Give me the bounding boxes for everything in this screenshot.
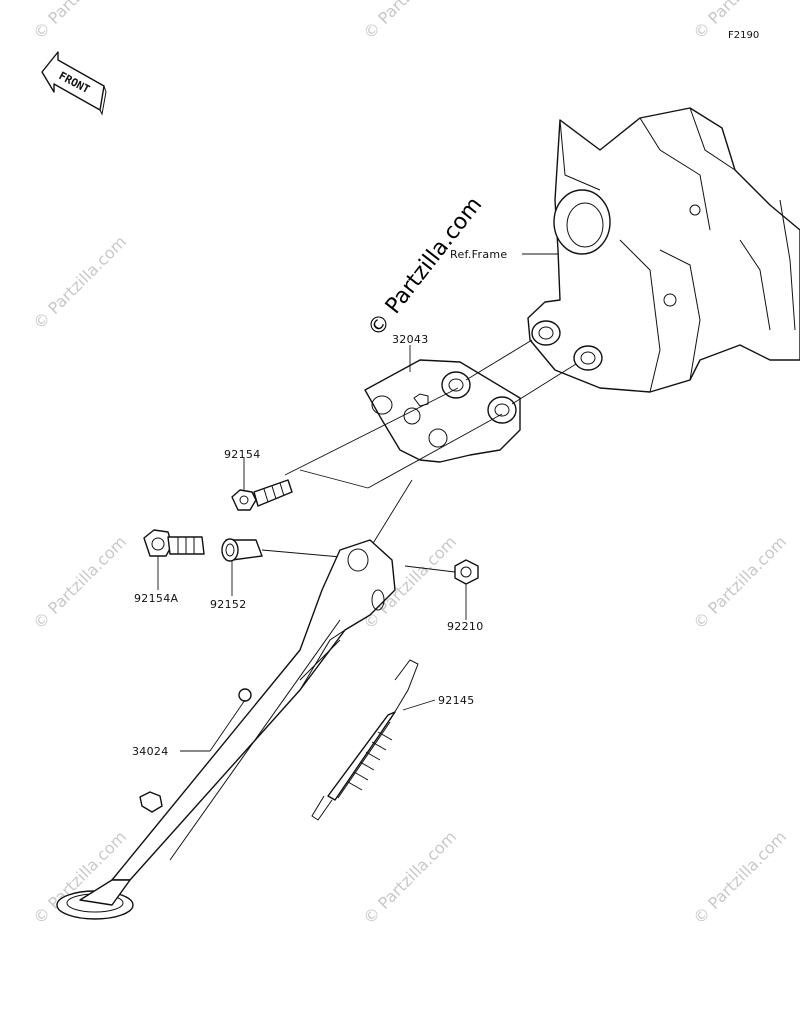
leader-92145 bbox=[402, 699, 436, 711]
assembly-line bbox=[299, 469, 369, 489]
part-92154-bolt bbox=[231, 479, 293, 511]
part-92145-spring bbox=[311, 659, 419, 821]
part-label-92210: 92210 bbox=[447, 620, 484, 633]
assembly-line bbox=[371, 479, 413, 546]
assembly-line bbox=[511, 363, 577, 405]
part-label-34024: 34024 bbox=[132, 745, 169, 758]
part-34024-side-stand bbox=[56, 539, 396, 920]
part-label-92154: 92154 bbox=[224, 448, 261, 461]
part-92154A-bolt bbox=[143, 529, 205, 557]
part-label-92152: 92152 bbox=[210, 598, 247, 611]
front-arrow-icon: FRONT bbox=[41, 51, 107, 116]
part-92210-nut bbox=[454, 559, 479, 585]
watermark: © Partzilla.com bbox=[689, 827, 790, 928]
assembly-line bbox=[367, 413, 503, 489]
watermark: © Partzilla.com bbox=[359, 0, 460, 43]
diagram-code: F2190 bbox=[728, 30, 759, 41]
frame-reference bbox=[527, 107, 800, 393]
watermark-center: © Partzilla.com bbox=[363, 193, 487, 342]
part-label-92154A: 92154A bbox=[134, 592, 178, 605]
watermark: © Partzilla.com bbox=[29, 532, 130, 633]
leader-34024b bbox=[209, 699, 246, 752]
watermark: © Partzilla.com bbox=[29, 0, 130, 43]
part-label-92145: 92145 bbox=[438, 694, 475, 707]
part-label-32043: 32043 bbox=[392, 333, 429, 346]
watermark: © Partzilla.com bbox=[359, 827, 460, 928]
part-92152-collar bbox=[221, 538, 263, 562]
ref-frame-label: Ref.Frame bbox=[450, 248, 507, 261]
watermark: © Partzilla.com bbox=[689, 532, 790, 633]
assembly-line bbox=[284, 387, 459, 476]
part-32043-bracket bbox=[364, 359, 521, 463]
assembly-line bbox=[404, 565, 456, 573]
watermark: © Partzilla.com bbox=[29, 232, 130, 333]
assembly-line bbox=[465, 339, 533, 381]
